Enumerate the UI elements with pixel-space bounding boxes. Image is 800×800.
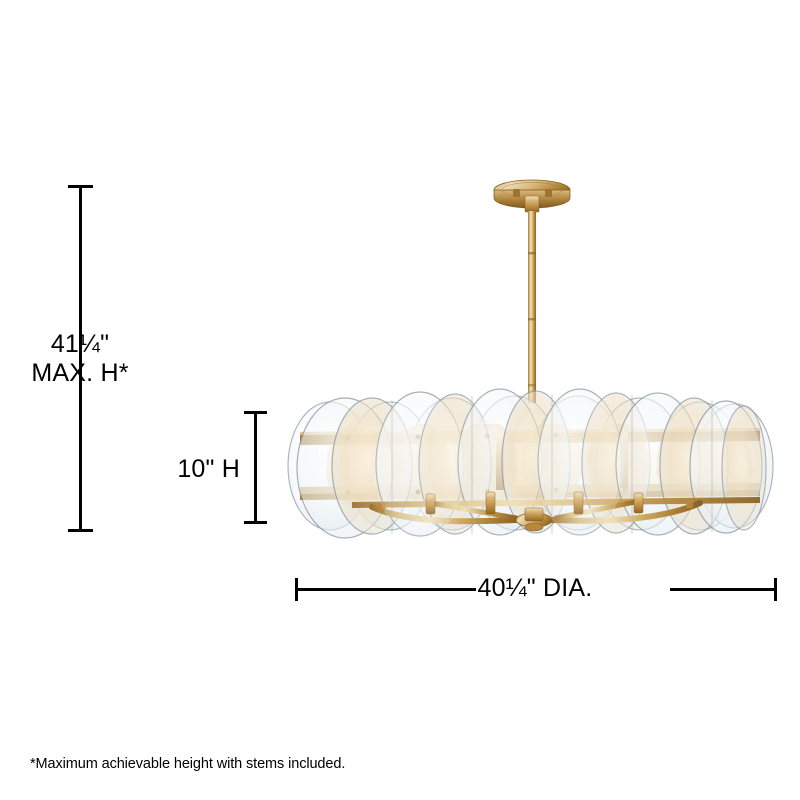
max-height-value: 41¼": [50, 330, 110, 358]
fixture-height-bottom-cap: [244, 521, 267, 524]
fixture-height-line: [254, 412, 257, 523]
diameter-label: 40¼" DIA.: [477, 574, 593, 602]
canopy-and-stem: [493, 179, 571, 403]
max-height-line: [79, 186, 82, 531]
diameter-line-left: [296, 588, 476, 591]
bottom-arm-assembly: [351, 491, 761, 532]
max-height-note: MAX. H*: [31, 359, 129, 387]
footnote: *Maximum achievable height with stems in…: [30, 756, 346, 772]
glass-front-overlay: [374, 392, 624, 538]
diameter-right-cap: [774, 578, 777, 601]
max-height-bottom-cap: [68, 529, 93, 532]
fixture-height-label: 10" H: [177, 455, 240, 483]
max-height-label: 41¼" MAX. H*: [0, 330, 160, 388]
diameter-line-right: [670, 588, 776, 591]
